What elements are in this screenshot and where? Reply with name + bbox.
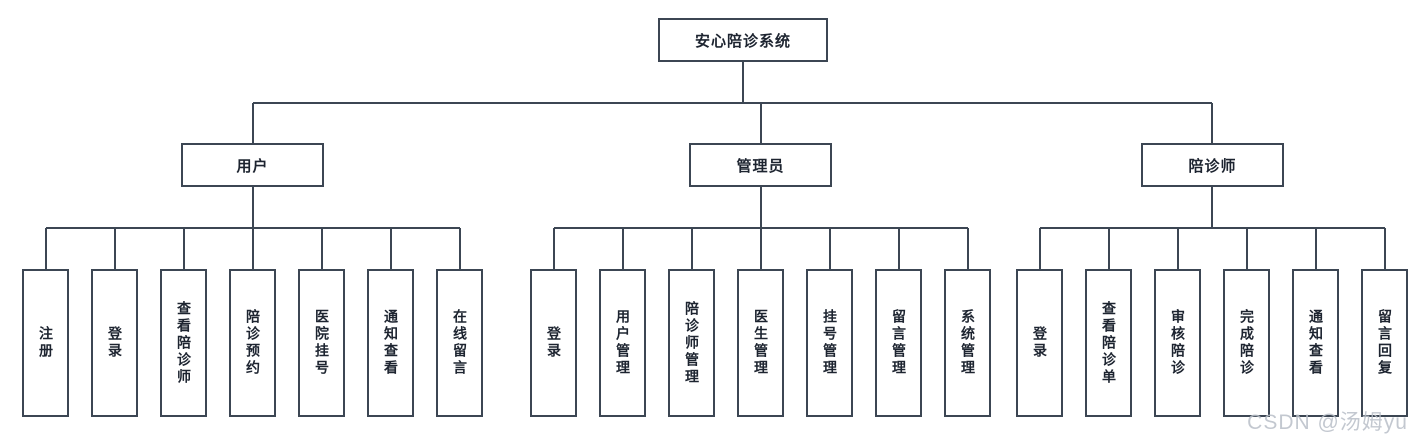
- connector-root-to-group-1: [251, 103, 254, 143]
- leaf-node-1-4: 陪诊预约: [229, 269, 276, 417]
- connector-leaf-1-3: [182, 228, 185, 269]
- leaf-node-2-6: 留言管理: [875, 269, 922, 417]
- leaf-node-3-5: 通知查看: [1292, 269, 1339, 417]
- leaf-node-label: 通知查看: [1308, 309, 1325, 377]
- leaf-node-3-4: 完成陪诊: [1223, 269, 1270, 417]
- leaf-node-2-5: 挂号管理: [806, 269, 853, 417]
- group-node-2: 管理员: [689, 143, 832, 187]
- connector-leaf-1-2: [113, 228, 116, 269]
- connector-root-to-group-2: [759, 103, 762, 143]
- group-node-3: 陪诊师: [1141, 143, 1284, 187]
- connector-group-2-down: [759, 187, 762, 228]
- group-node-label: 陪诊师: [1188, 157, 1237, 175]
- connector-leaf-3-1: [1038, 228, 1041, 269]
- connector-leaf-1-7: [458, 228, 461, 269]
- leaf-node-label: 查看陪诊单: [1101, 300, 1118, 386]
- leaf-node-label: 陪诊预约: [245, 309, 262, 377]
- connector-leaf-1-5: [320, 228, 323, 269]
- leaf-node-label: 登录: [546, 326, 563, 360]
- leaf-node-label: 查看陪诊师: [176, 300, 193, 386]
- leaf-node-3-6: 留言回复: [1361, 269, 1408, 417]
- connector-group-3-down: [1211, 187, 1213, 228]
- leaf-node-3-1: 登录: [1016, 269, 1063, 417]
- connector-leaf-3-5: [1314, 228, 1317, 269]
- leaf-node-label: 留言回复: [1377, 309, 1394, 377]
- root-node: 安心陪诊系统: [658, 18, 828, 62]
- leaf-node-1-7: 在线留言: [436, 269, 483, 417]
- leaf-node-2-1: 登录: [530, 269, 577, 417]
- connector-leaf-2-3: [690, 228, 693, 269]
- connector-root-to-group-3: [1211, 103, 1213, 143]
- leaf-node-2-7: 系统管理: [944, 269, 991, 417]
- leaf-node-label: 在线留言: [452, 309, 469, 377]
- connector-leaf-2-2: [621, 228, 624, 269]
- connector-bus-group-3: [1039, 227, 1385, 229]
- connector-group-1-down: [251, 187, 254, 228]
- leaf-node-label: 挂号管理: [822, 309, 839, 377]
- leaf-node-2-4: 医生管理: [737, 269, 784, 417]
- leaf-node-1-3: 查看陪诊师: [160, 269, 207, 417]
- leaf-node-label: 登录: [107, 326, 124, 360]
- connector-leaf-1-6: [389, 228, 392, 269]
- leaf-node-1-5: 医院挂号: [298, 269, 345, 417]
- leaf-node-3-2: 查看陪诊单: [1085, 269, 1132, 417]
- connector-leaf-2-1: [552, 228, 555, 269]
- group-node-1: 用户: [181, 143, 324, 187]
- leaf-node-1-1: 注册: [22, 269, 69, 417]
- leaf-node-label: 医院挂号: [314, 309, 331, 377]
- leaf-node-1-6: 通知查看: [367, 269, 414, 417]
- group-node-label: 用户: [236, 157, 269, 175]
- leaf-node-label: 登录: [1032, 326, 1049, 360]
- leaf-node-2-2: 用户管理: [599, 269, 646, 417]
- connector-root-down: [742, 62, 744, 103]
- leaf-node-label: 留言管理: [891, 309, 908, 377]
- leaf-node-3-3: 审核陪诊: [1154, 269, 1201, 417]
- connector-bus-root: [252, 102, 1212, 104]
- connector-leaf-2-7: [966, 228, 969, 269]
- connector-leaf-1-1: [44, 228, 47, 269]
- leaf-node-label: 审核陪诊: [1170, 309, 1187, 377]
- leaf-node-label: 完成陪诊: [1239, 309, 1256, 377]
- connector-leaf-2-4: [759, 228, 762, 269]
- leaf-node-label: 通知查看: [383, 309, 400, 377]
- connector-leaf-3-6: [1383, 228, 1386, 269]
- group-node-label: 管理员: [736, 157, 785, 175]
- connector-leaf-3-3: [1176, 228, 1179, 269]
- leaf-node-label: 陪诊师管理: [684, 300, 701, 386]
- leaf-node-1-2: 登录: [91, 269, 138, 417]
- connector-leaf-2-6: [897, 228, 900, 269]
- leaf-node-label: 医生管理: [753, 309, 770, 377]
- connector-leaf-2-5: [828, 228, 831, 269]
- connector-leaf-3-4: [1245, 228, 1248, 269]
- connector-leaf-3-2: [1107, 228, 1110, 269]
- leaf-node-label: 用户管理: [615, 309, 632, 377]
- connector-leaf-1-4: [251, 228, 254, 269]
- leaf-node-label: 注册: [38, 326, 55, 360]
- root-node-label: 安心陪诊系统: [694, 32, 791, 50]
- leaf-node-2-3: 陪诊师管理: [668, 269, 715, 417]
- leaf-node-label: 系统管理: [960, 309, 977, 377]
